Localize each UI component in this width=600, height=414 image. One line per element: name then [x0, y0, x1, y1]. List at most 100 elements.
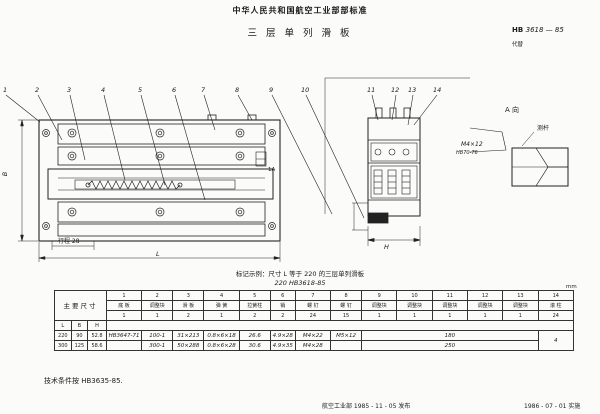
table-cell: 8: [329, 290, 363, 301]
parts-table: 主要尺寸 1 2 3 4 5 6 7 8 9 10 11 12 13 14 底 …: [54, 290, 575, 351]
side-view: [324, 77, 470, 246]
table-cell: 50×288: [172, 340, 205, 351]
thread-standard-label: HB70-76: [456, 150, 478, 156]
travel-dimension: 行程 28: [58, 238, 80, 245]
replaces-label: 代替: [512, 42, 524, 48]
table-row: 300 125 58.6 300-1 50×288 0.8×6×28 30.6 …: [54, 340, 574, 351]
table-row: 主要尺寸 1 2 3 4 5 6 7 8 9 10 11 12 13 14: [54, 290, 575, 321]
published-date: 航空工业部 1985 - 11 - 05 发布: [322, 403, 411, 410]
implemented-date: 1986 - 07 - 01 实施: [524, 403, 581, 410]
table-cell: 滚 柱: [537, 300, 575, 311]
table-cell: 125: [70, 340, 89, 351]
dimension-l: L: [156, 250, 160, 258]
table-cell: 100-1: [141, 330, 174, 341]
table-cell: 调整块: [466, 300, 504, 311]
table-cell: 底 板: [105, 300, 143, 311]
part-number-4: 4: [101, 86, 106, 94]
table-header-cell: B: [70, 320, 89, 331]
table-header-cell: H: [87, 320, 107, 331]
table-cell: 调整块: [431, 300, 468, 311]
table-cell: 销: [269, 300, 296, 311]
table-cell: 2: [172, 310, 205, 321]
view-a-label: A 向: [505, 106, 520, 114]
table-cell: 1: [431, 310, 468, 321]
table-cell: 1: [361, 310, 398, 321]
standard-organization: 中华人民共和国航空工业部部标准: [232, 6, 368, 15]
marking-example-title: 标记示例：尺寸 L 等于 220 的三层单列滑板: [235, 270, 365, 278]
view-a-detail: [469, 127, 569, 187]
table-cell: M4×28: [294, 340, 332, 351]
standard-prefix: HB: [512, 26, 524, 34]
thread-spec-label: M4×12: [461, 141, 483, 148]
part-number-1: 1: [3, 86, 8, 94]
table-cell: 31×213: [172, 330, 205, 341]
document-title: 三 层 单 列 滑 板: [247, 28, 353, 39]
table-cell: 10: [396, 290, 433, 301]
standard-number: HB 3618 — 85: [512, 26, 564, 34]
table-cell: 4.9×35: [269, 340, 296, 351]
table-cell: 12: [466, 290, 504, 301]
table-cell: 220: [54, 330, 72, 341]
table-cell: M4×22: [294, 330, 332, 341]
table-cell: 30.6: [238, 340, 271, 351]
dimension-lines: [18, 119, 281, 262]
table-cell: 4: [203, 290, 240, 301]
part-number-14: 14: [433, 86, 442, 94]
table-row: 底 板 调整块 滑 板 弹 簧 拉簧柱 销 螺 钉 螺 钉 调整块 调整块 调整…: [55, 300, 575, 311]
table-cell: HB3647-71: [105, 330, 143, 341]
technical-conditions-note: 技术条件按 HB3635-85.: [44, 377, 123, 385]
table-cell: 9: [361, 290, 398, 301]
table-cell: 24: [294, 310, 332, 321]
table-cell: 2: [269, 310, 296, 321]
table-cell: 4: [537, 330, 575, 351]
table-cell: 6: [269, 290, 296, 301]
part-number-6: 6: [172, 86, 177, 94]
table-row: 220 90 52.8 HB3647-71 100-1 31×213 0.8×6…: [54, 330, 575, 351]
table-cell: 300: [54, 340, 72, 351]
table-cell: 250: [361, 340, 539, 351]
table-cell: 26.6: [238, 330, 271, 341]
part-number-8: 8: [235, 86, 240, 94]
table-cell: 7: [294, 290, 332, 301]
table-cell: 3: [172, 290, 205, 301]
table-cell: 14: [537, 290, 575, 301]
table-cell: 2: [238, 310, 271, 321]
part-number-3: 3: [67, 86, 72, 94]
table-cell: 15: [329, 310, 363, 321]
unit-label: mm: [566, 284, 577, 290]
dimension-b: B: [1, 171, 10, 177]
table-cell: 弹 簧: [203, 300, 240, 311]
table-cell: 11: [431, 290, 468, 301]
table-cell: 1: [466, 310, 504, 321]
table-cell: 拉簧柱: [238, 300, 271, 311]
table-row: 1 1 2 1 2 2 24 15 1 1 1 1 1 24: [55, 310, 575, 321]
part-number-13: 13: [408, 86, 417, 94]
table-cell: 300-1: [141, 340, 174, 351]
table-cell: 1: [396, 310, 433, 321]
plan-view: [38, 114, 281, 242]
table-cell: 4.9×28: [269, 330, 296, 341]
table-cell: 调整块: [502, 300, 539, 311]
table-cell: 0.8×6×18: [203, 330, 240, 341]
part-number-7: 7: [201, 86, 206, 94]
gauge-rod-label: 测杆: [537, 125, 550, 132]
table-cell: 调整块: [141, 300, 174, 311]
table-row: L B H: [54, 320, 575, 331]
table-cell: 13: [502, 290, 539, 301]
table-cell: M5×12: [329, 330, 363, 341]
table-cell: 1: [203, 310, 240, 321]
table-cell: 1: [105, 310, 143, 321]
table-cell: 180: [361, 330, 539, 341]
table-cell: 1: [141, 310, 174, 321]
marking-example-code: 220 HB3618-85: [274, 279, 326, 287]
part-number-9: 9: [269, 86, 274, 94]
part-no-label: 1: [105, 290, 143, 301]
table-cell: [329, 340, 363, 351]
table-cell: [105, 320, 575, 331]
table-cell: 1: [502, 310, 539, 321]
leader-lines: [5, 94, 438, 219]
part-number-5: 5: [138, 86, 143, 94]
table-cell: 2: [141, 290, 174, 301]
part-number-11: 11: [367, 86, 376, 94]
